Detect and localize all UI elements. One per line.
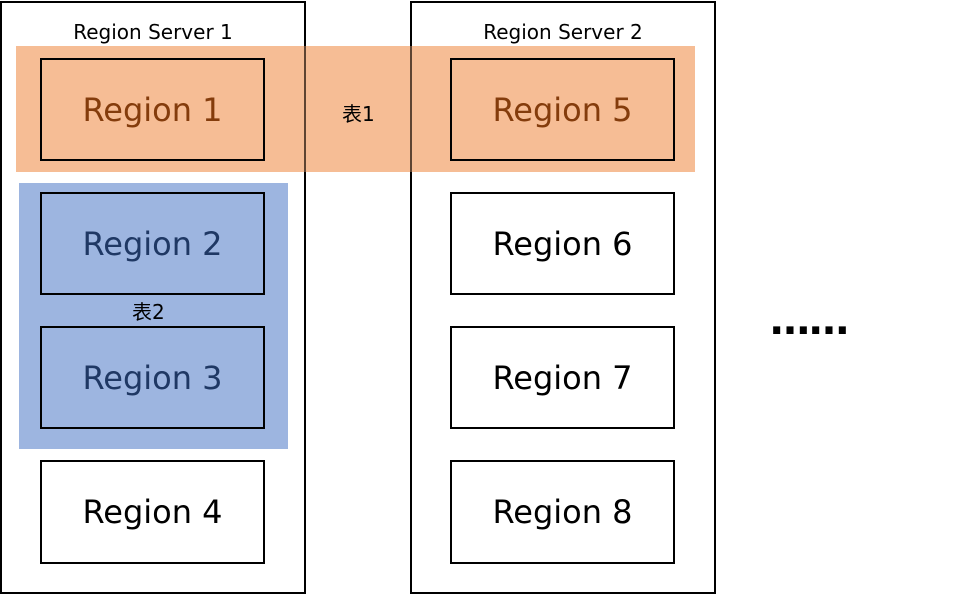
table-2-label: 表2 [132, 300, 165, 324]
region-5: Region 5 [450, 58, 675, 161]
region-4-label: Region 4 [82, 493, 223, 531]
region-2: Region 2 [40, 192, 265, 295]
region-1-label: Region 1 [82, 90, 223, 129]
region-7-label: Region 7 [492, 358, 633, 397]
region-1: Region 1 [40, 58, 265, 161]
region-4: Region 4 [40, 460, 265, 564]
region-8: Region 8 [450, 460, 675, 564]
region-3-label: Region 3 [82, 358, 223, 397]
table-1-band [16, 46, 695, 172]
region-2-label: Region 2 [82, 224, 223, 263]
region-6: Region 6 [450, 192, 675, 295]
table-1-label: 表1 [342, 102, 375, 126]
more-servers-ellipsis: …… [770, 298, 849, 344]
region-server-2-title: Region Server 2 [483, 20, 643, 44]
region-3: Region 3 [40, 326, 265, 429]
table-2-band [19, 183, 288, 449]
region-5-label: Region 5 [492, 90, 633, 129]
region-8-label: Region 8 [492, 493, 633, 531]
region-6-label: Region 6 [492, 224, 633, 263]
region-7: Region 7 [450, 326, 675, 429]
region-server-1-title: Region Server 1 [73, 20, 233, 44]
